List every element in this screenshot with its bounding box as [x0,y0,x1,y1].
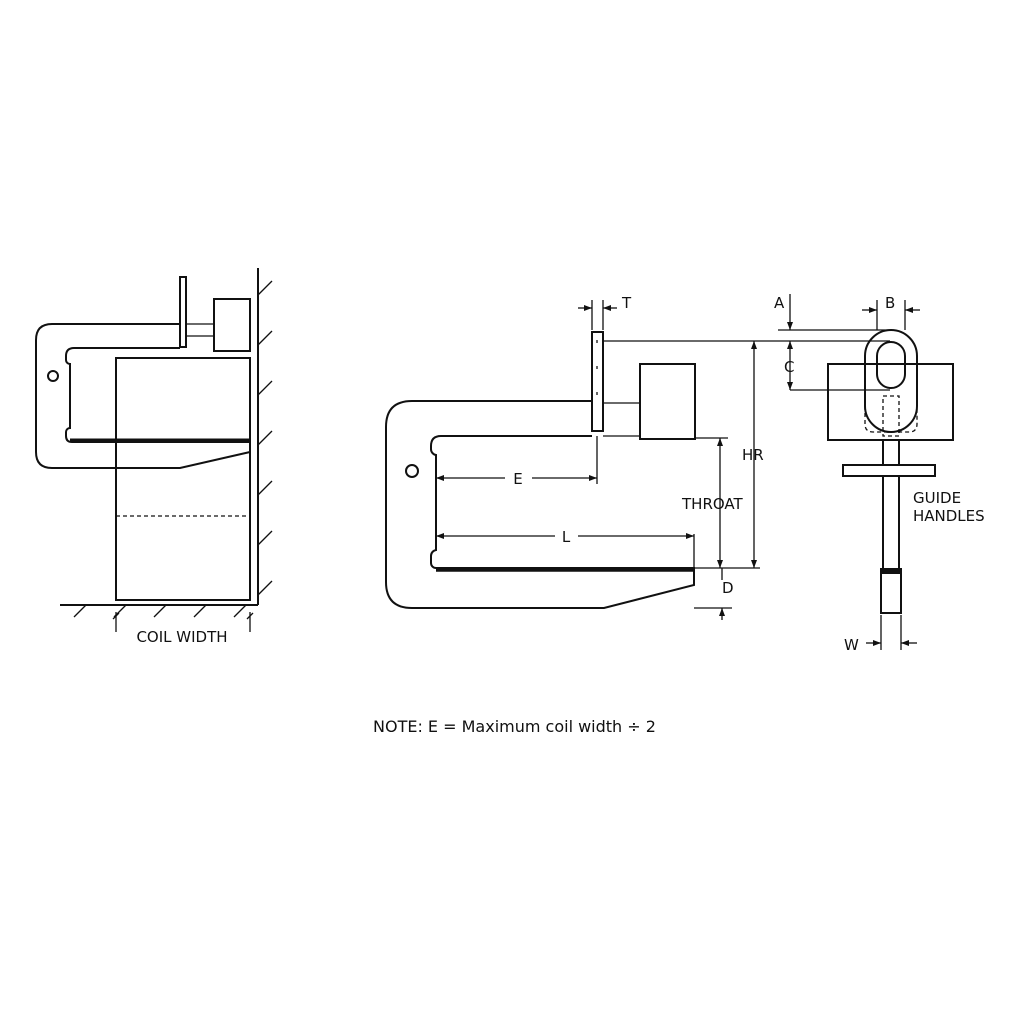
b-dimension [862,300,920,330]
t-label: T [621,294,632,312]
hr-label: HR [742,446,764,464]
side-body [827,363,954,441]
a-label: A [774,294,785,312]
throat-label: THROAT [681,495,744,513]
l-label: L [562,528,571,546]
main-frame-hole [405,464,419,478]
main-top-plate [591,331,604,432]
main-drive-box [639,363,696,440]
wall [257,268,273,605]
a-dimension [778,294,890,390]
side-jaw-end [880,568,902,614]
d-label: D [722,579,734,597]
coil-width-label: COIL WIDTH [136,628,227,646]
top-plate [179,276,187,348]
note-text: NOTE: E = Maximum coil width ÷ 2 [373,717,656,736]
main-lifter-frame [385,400,695,609]
d-dimension [694,568,732,620]
e-dimension [435,436,598,548]
hr-dimension [603,340,890,569]
b-label: B [885,294,895,312]
floor [60,604,258,618]
w-label: W [844,636,859,654]
center-view: T HR THROAT E [385,294,890,620]
c-dimension [787,382,890,391]
right-view: A C B W GUIDE HANDLES [774,294,985,654]
lifting-bail [864,329,918,433]
c-label: C [784,358,794,376]
guide-handles-label-line1: GUIDE [913,489,961,507]
l-dimension [436,533,695,568]
coil-width-dimension [112,612,254,632]
left-view: COIL WIDTH [35,268,273,646]
frame-hole [47,370,59,382]
bail-inner-hidden [882,395,900,437]
lifting-bail-inner [876,341,906,389]
drive-box [213,298,251,352]
coil [115,357,251,601]
t-dimension [578,300,617,330]
throat-dimension [694,437,728,568]
lifter-frame [35,323,251,469]
guide-handle-bar [842,464,936,477]
guide-handles-label-line2: HANDLES [913,507,985,525]
w-dimension [866,615,917,650]
e-label: E [513,470,522,488]
